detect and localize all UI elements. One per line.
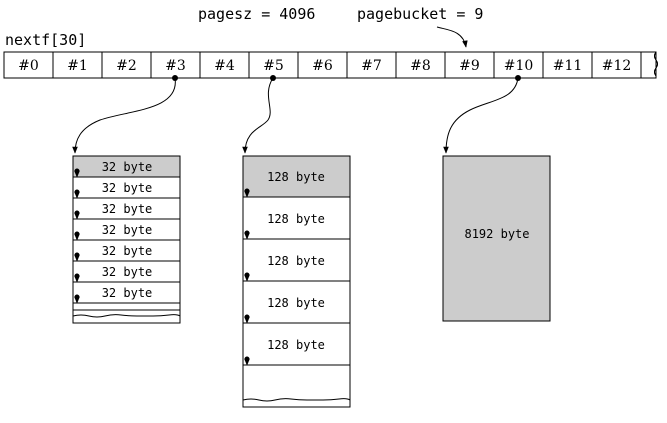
array-name-label: nextf[30] bbox=[5, 31, 86, 49]
chunk-128-2-label: 128 byte bbox=[267, 254, 325, 268]
array-cell-1: #1 bbox=[67, 58, 88, 74]
block-32-truncation bbox=[72, 314, 181, 318]
array-cell-8: #8 bbox=[410, 58, 431, 74]
chunk-32-5-label: 32 byte bbox=[102, 265, 153, 279]
array-cell-10: #10 bbox=[504, 58, 534, 74]
pointer-cell-5 bbox=[242, 77, 274, 154]
chunk-32-1-label: 32 byte bbox=[102, 181, 153, 195]
array-cell-5: #5 bbox=[263, 58, 284, 74]
chunk-128-3-label: 128 byte bbox=[267, 296, 325, 310]
array-cells: #0 #1 #2 #3 #4 #5 #6 #7 #8 #9 #10 #11 #12 bbox=[18, 52, 642, 78]
array-truncation-wave bbox=[654, 51, 658, 78]
chunk-32-6-label: 32 byte bbox=[102, 286, 153, 300]
chunk-128-1-label: 128 byte bbox=[267, 212, 325, 226]
block-128-byte: 128 byte 128 byte 128 byte 128 byte 128 … bbox=[242, 155, 351, 408]
chunk-128-0 bbox=[242, 155, 351, 198]
array-cell-4: #4 bbox=[214, 58, 235, 74]
chunk-32-0-label: 32 byte bbox=[102, 160, 153, 174]
chunk-128-0-label: 128 byte bbox=[267, 170, 325, 184]
array-cell-7: #7 bbox=[361, 58, 382, 74]
chunk-32-2-label: 32 byte bbox=[102, 202, 153, 216]
array-cell-12: #12 bbox=[602, 58, 632, 74]
array-cell-3: #3 bbox=[165, 58, 186, 74]
chunk-128-4-label: 128 byte bbox=[267, 338, 325, 352]
array-cell-2: #2 bbox=[116, 58, 137, 74]
chunk-32-3-label: 32 byte bbox=[102, 223, 153, 237]
array-cell-0: #0 bbox=[18, 58, 39, 74]
pagebucket-pointer bbox=[436, 26, 468, 48]
pagebucket-label: pagebucket = 9 bbox=[357, 5, 483, 23]
array-frame bbox=[3, 51, 657, 79]
chunk-8192-0-label: 8192 byte bbox=[464, 227, 529, 241]
block-128-truncation bbox=[242, 398, 351, 402]
chunk-32-4-label: 32 byte bbox=[102, 244, 153, 258]
chunk-8192-0 bbox=[442, 155, 551, 322]
array-cell-6: #6 bbox=[312, 58, 333, 74]
array-cell-11: #11 bbox=[553, 58, 583, 74]
pointer-cell-10 bbox=[443, 77, 519, 154]
pointer-cell-3 bbox=[72, 77, 176, 154]
array-cell-9: #9 bbox=[459, 58, 480, 74]
block-8192-byte: 8192 byte bbox=[442, 155, 551, 322]
block-32-byte: 32 byte 32 byte 32 byte 32 byte 32 byte … bbox=[72, 155, 181, 324]
pagesz-label: pagesz = 4096 bbox=[198, 5, 315, 23]
